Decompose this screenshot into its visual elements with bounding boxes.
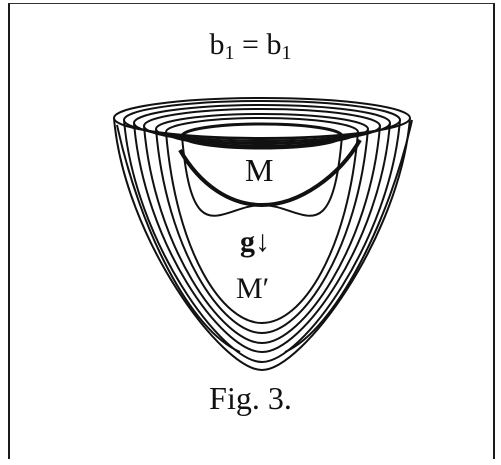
bowl-curve-2 [123,119,401,364]
bowl-curve-6 [165,131,359,325]
bowl-curve-4 [143,125,381,345]
label-gravity-arrow: g↓ [240,225,270,258]
bowl-curve-5 [155,128,369,335]
figure-frame [8,3,495,459]
inner-surface-band [178,139,362,208]
eq-right-base: b [266,28,282,61]
figure-caption: Fig. 3. [209,380,292,416]
bowl-curve-1 [113,117,411,372]
label-m-top: M [245,152,274,188]
outer-left-line [116,124,241,353]
eq-sign: = [234,28,267,61]
eq-right-sub: 1 [281,42,292,64]
eq-left-base: b [209,28,225,61]
bowl-curve-3 [133,122,391,354]
label-m-prime: M′ [236,272,270,305]
equation-title: b1 = b1 [0,28,501,65]
outer-right-line [284,119,413,353]
eq-left-sub: 1 [224,42,235,64]
